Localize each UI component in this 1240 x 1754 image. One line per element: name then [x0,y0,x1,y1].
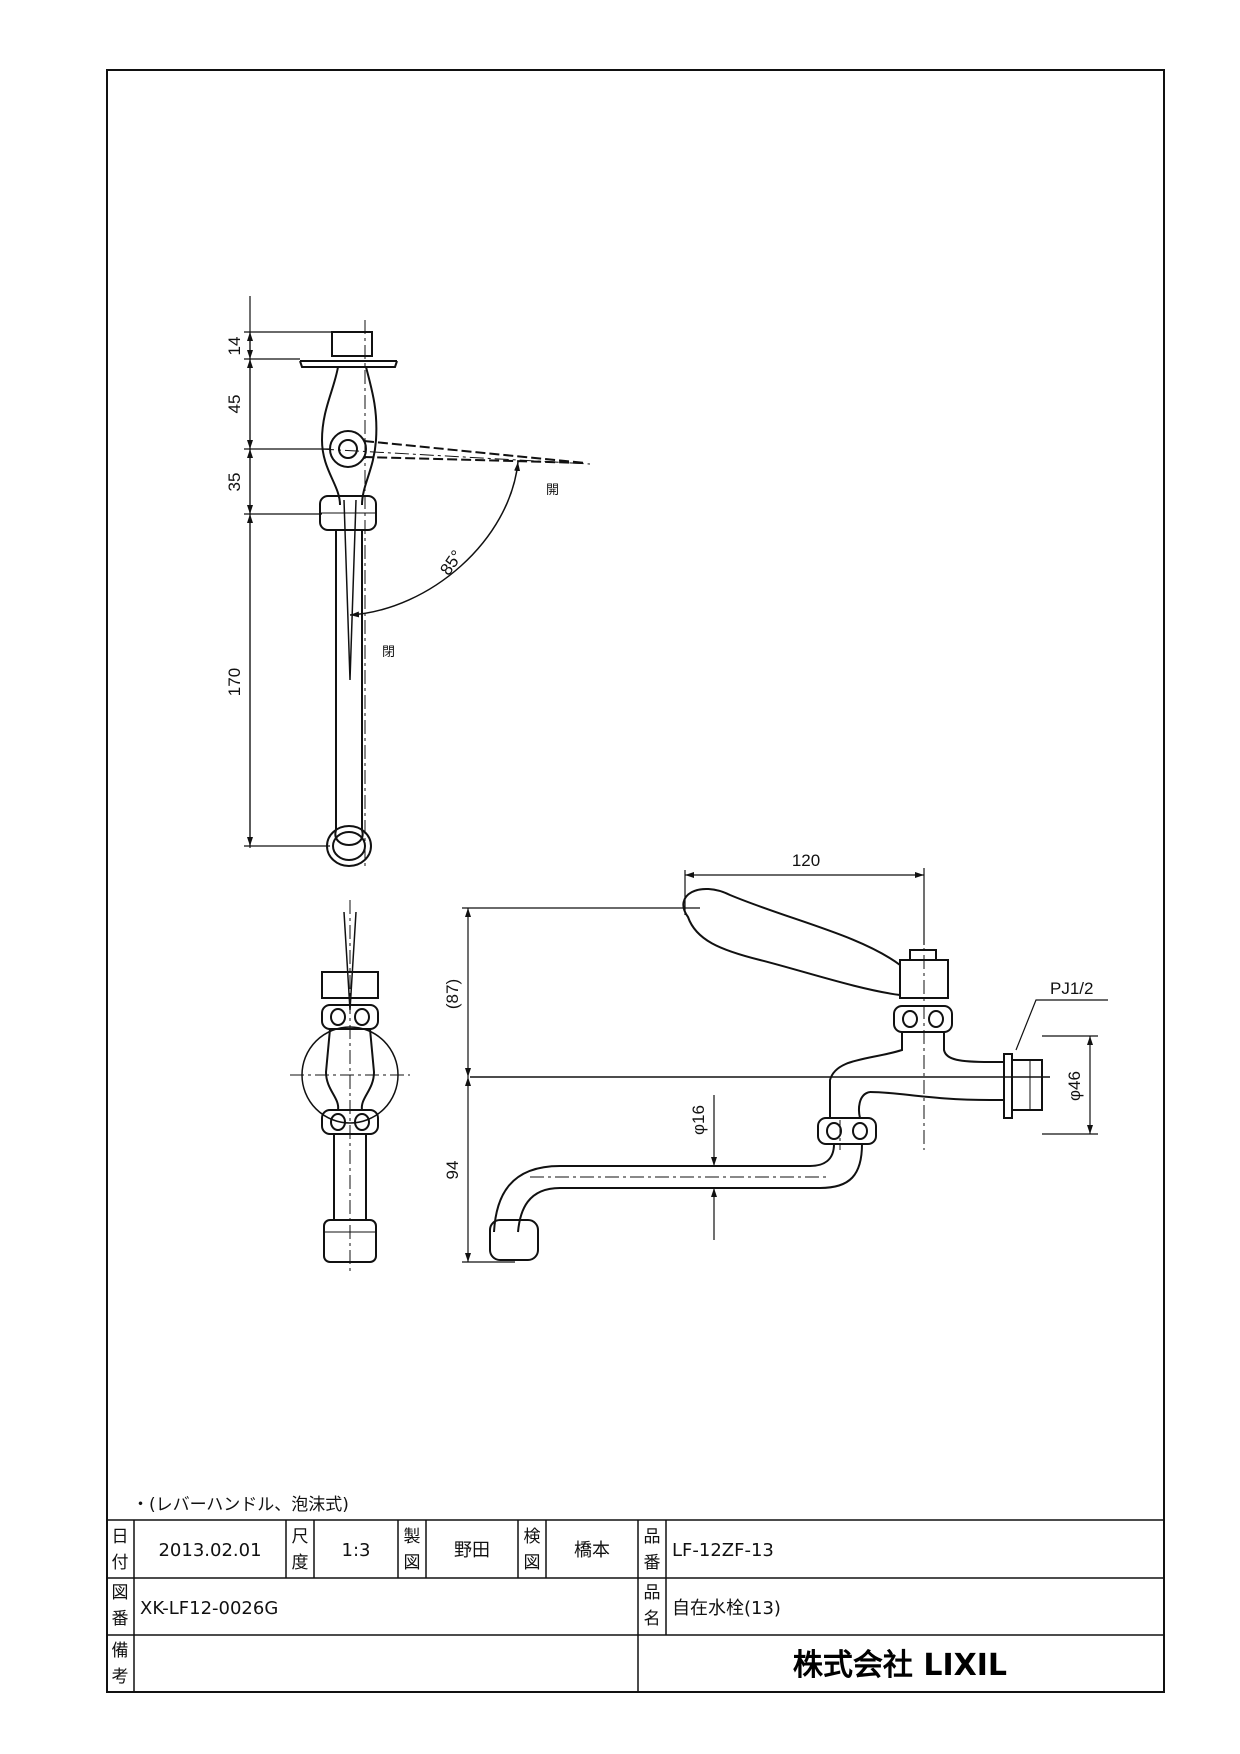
scale-label-2: 度 [292,1553,309,1573]
checked-value: 橋本 [574,1540,610,1561]
dim-87: (87) [443,979,462,1009]
part-no-label-1: 品 [644,1527,661,1547]
product-name-label-1: 品 [644,1583,661,1603]
drafted-value: 野田 [454,1540,490,1561]
drawing-no-label-1: 図 [112,1583,129,1603]
part-no-label-2: 番 [644,1553,661,1573]
angle-label: 85° [436,547,466,579]
side-dimension-labels: 14 45 35 170 85° 開 閉 [225,337,559,697]
checked-label-1: 検 [524,1527,541,1547]
dim-120: 120 [792,851,820,870]
dim-35: 35 [225,473,244,492]
date-value: 2013.02.01 [158,1540,261,1561]
drawing-no-value: XK-LF12-0026G [140,1598,278,1619]
date-label-1: 日 [112,1527,129,1547]
remarks-label-1: 備 [112,1641,129,1661]
company-logo: 株式会社 LIXIL [793,1648,1007,1683]
dim-14: 14 [225,337,244,356]
part-no-value: LF-12ZF-13 [672,1540,774,1561]
closed-label: 閉 [382,645,395,660]
product-name-label-2: 名 [644,1609,661,1629]
title-block [107,1519,1164,1692]
dim-94: 94 [443,1161,462,1180]
side-view [299,320,591,870]
main-view [470,887,1050,1261]
open-label: 開 [546,483,559,498]
checked-label-2: 図 [524,1553,541,1573]
dim-phi46: φ46 [1065,1071,1084,1101]
front-view [290,900,410,1275]
date-label-2: 付 [112,1553,129,1573]
side-dimensions [244,296,332,848]
drawing-frame [106,69,1165,1693]
drawing-no-label-2: 番 [112,1609,129,1629]
title-block-text: 日 付 2013.02.01 尺 度 1:3 製 図 野田 検 図 橋本 品 番… [112,1527,1008,1687]
spec-note: ・(レバーハンドル、泡沫式) [132,1495,349,1515]
scale-value: 1:3 [342,1540,371,1561]
dim-45: 45 [225,395,244,414]
thread-label: PJ1/2 [1050,979,1093,998]
product-name-value: 自在水栓(13) [672,1598,781,1619]
dim-170: 170 [225,668,244,696]
main-dimensions [462,868,1108,1263]
main-dimension-labels: 120 (87) 94 φ16 φ46 PJ1/2 [443,851,1093,1179]
drafted-label-1: 製 [404,1527,421,1547]
dim-phi16: φ16 [689,1105,708,1135]
remarks-label-2: 考 [112,1667,129,1687]
scale-label-1: 尺 [292,1527,309,1547]
drafted-label-2: 図 [404,1553,421,1573]
